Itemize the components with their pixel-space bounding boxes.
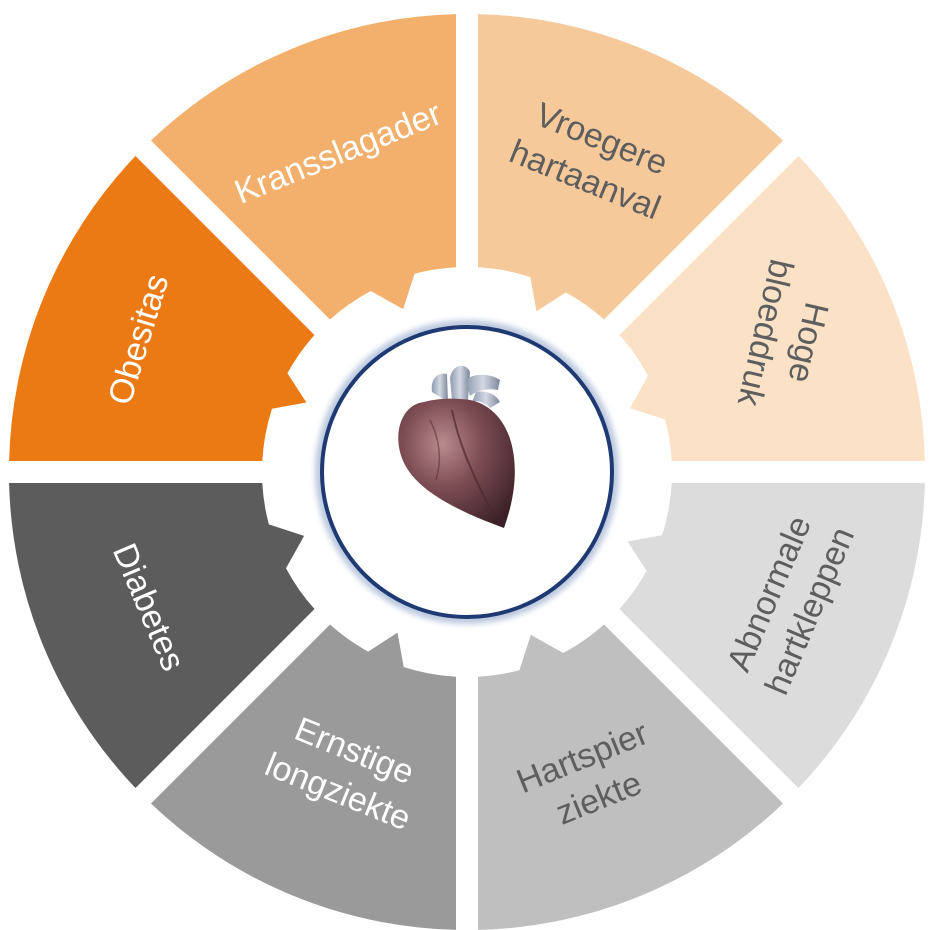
segment-shape (151, 624, 456, 930)
heart-vessel (450, 365, 470, 400)
segment-ernstige-longziekte: Ernstigelongziekte (151, 624, 456, 930)
segment-hartspier-ziekte: Hartspierziekte (478, 624, 783, 930)
segment-hoge-bloeddruk: Hogebloeddruk (619, 156, 925, 461)
heart-vessel (431, 373, 448, 402)
heart-icon (398, 365, 515, 528)
heart-artery (429, 419, 441, 481)
segment-abnormale-hartkleppen: Abnormalehartkleppen (619, 483, 925, 788)
segment-shape (9, 483, 315, 788)
segment-shape (9, 156, 315, 461)
segment-shape (478, 624, 783, 930)
segment-diabetes: Diabetes (9, 483, 315, 788)
segment-shape (478, 14, 783, 320)
segment-obesitas: Obesitas (9, 156, 315, 461)
segment-shape (151, 14, 456, 320)
heart-vessel (466, 374, 500, 396)
heart-body (398, 398, 515, 528)
heart-artery (451, 409, 493, 513)
segment-vroegere-hartaanval: Vroegerehartaanval (478, 14, 783, 320)
segment-kransslagader: Kransslagader (151, 14, 456, 320)
segment-shape (619, 483, 925, 788)
heart-vessel (472, 391, 500, 408)
segment-shape (619, 156, 925, 461)
